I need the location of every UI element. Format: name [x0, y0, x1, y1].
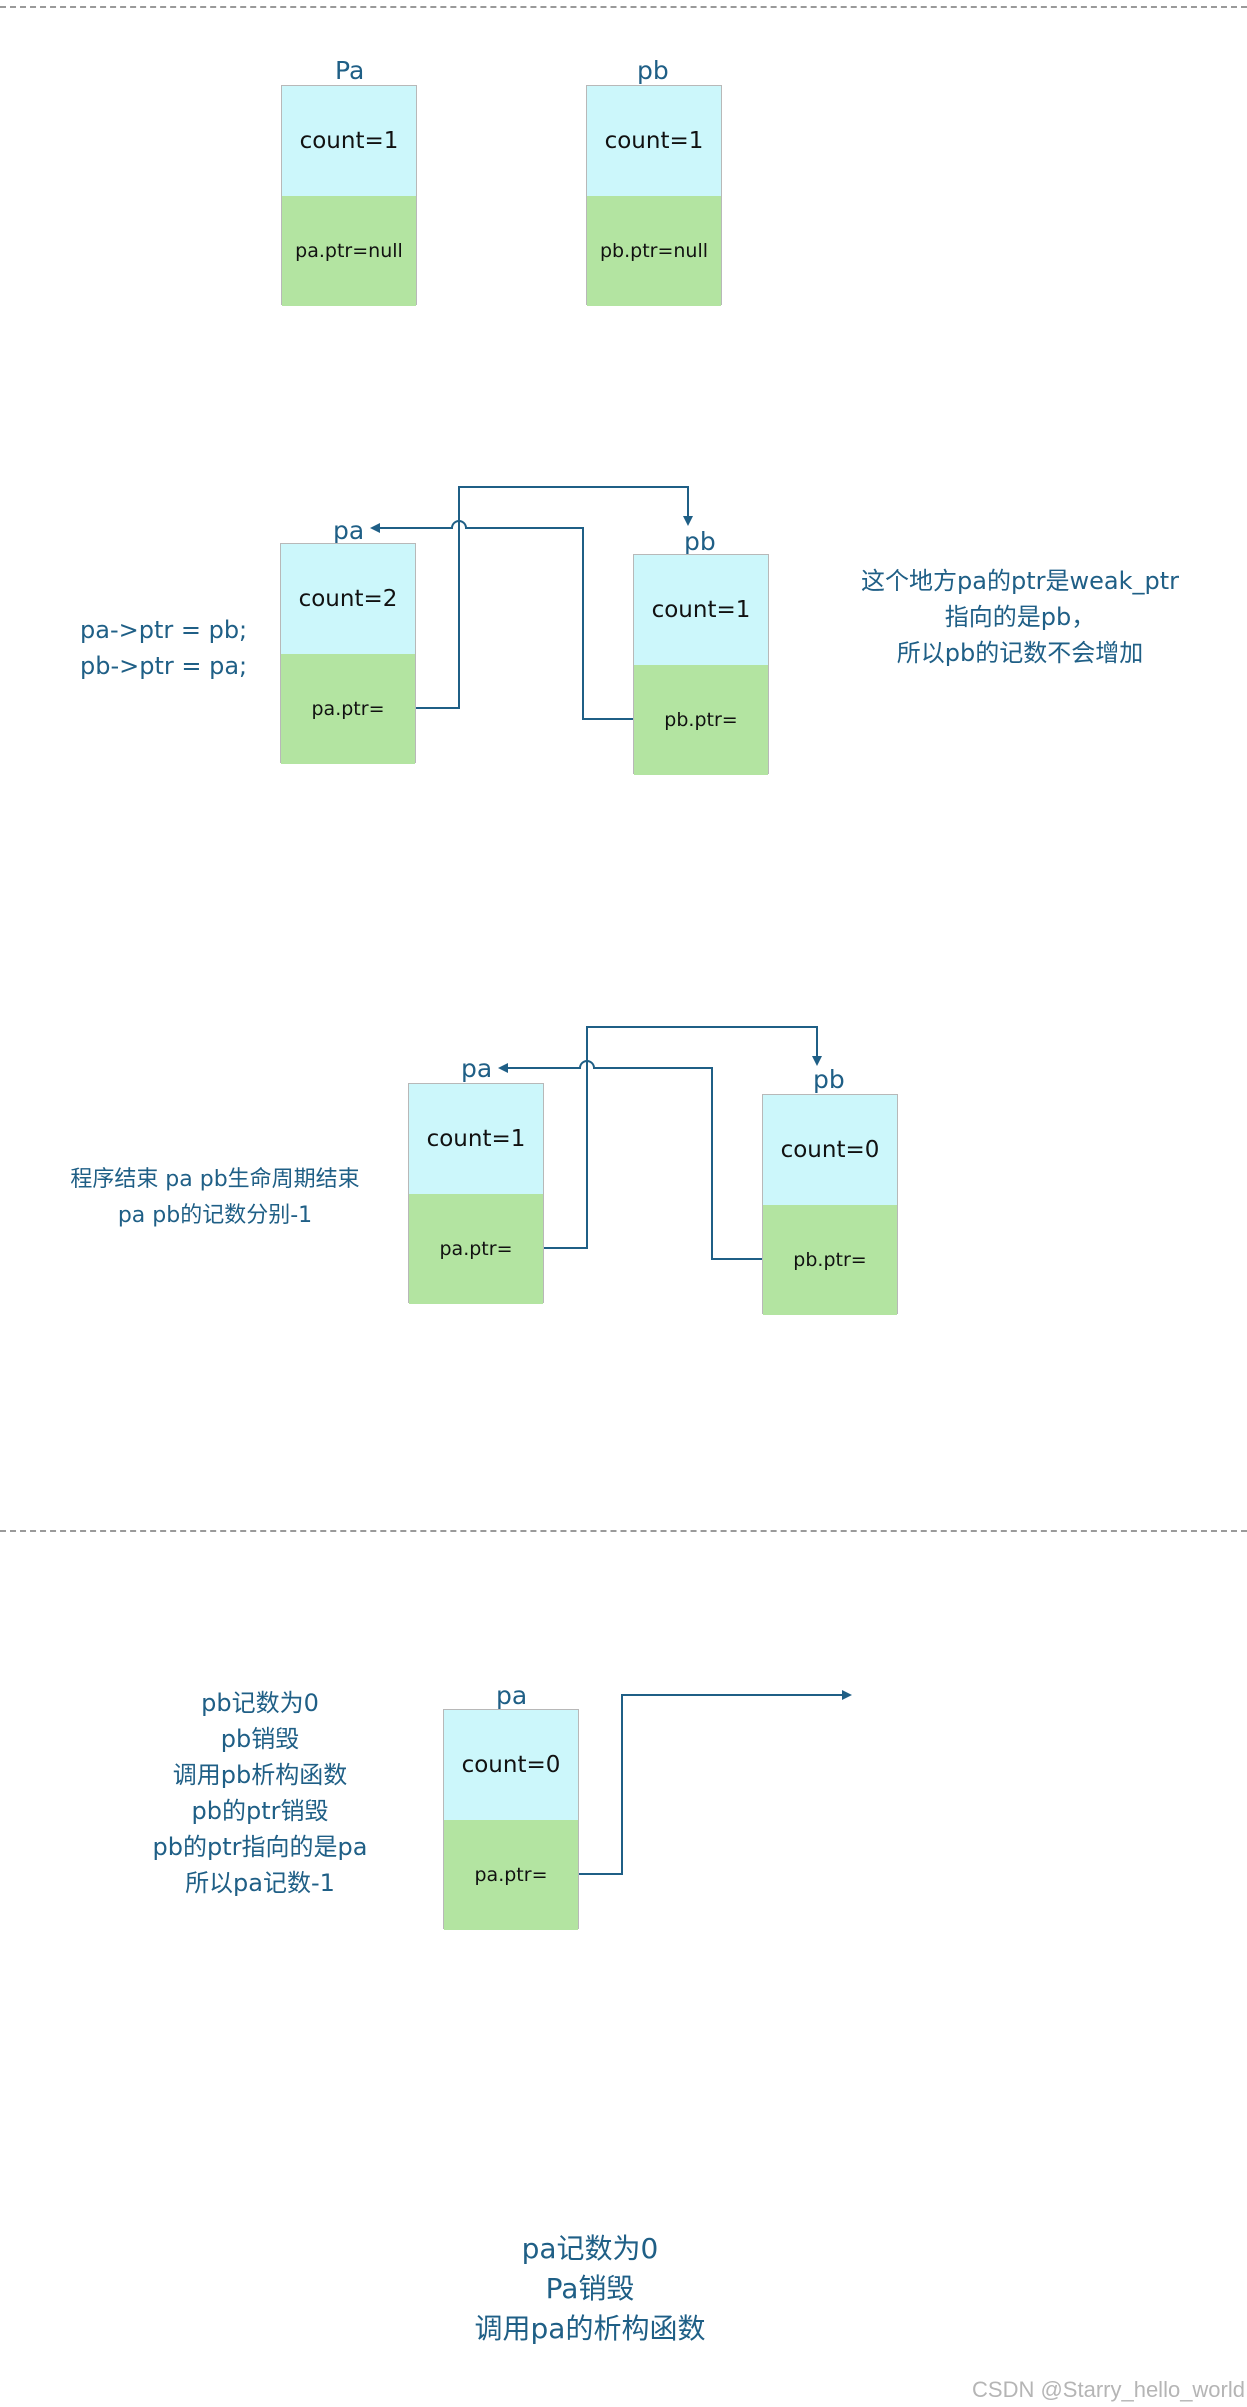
object-pb: count=1 pb.ptr= [633, 554, 769, 775]
label-pb: pb [637, 56, 669, 85]
object-pb: count=0 pb.ptr= [762, 1094, 898, 1315]
label-pa: pa [461, 1054, 493, 1083]
note-line: 这个地方pa的ptr是weak_ptr [861, 567, 1179, 595]
note-line: 所以pa记数-1 [185, 1869, 335, 1897]
note-line: 指向的是pb， [944, 603, 1096, 631]
note-line: pb记数为0 [201, 1689, 319, 1717]
object-pa: count=1 pa.ptr=null [281, 85, 417, 306]
count-cell: count=0 [763, 1095, 897, 1205]
label-pa: Pa [335, 56, 365, 85]
weak-ptr-note: 这个地方pa的ptr是weak_ptr 指向的是pb， 所以pb的记数不会增加 [848, 563, 1192, 671]
ptr-cell: pa.ptr= [444, 1820, 578, 1930]
top-separator [0, 6, 1247, 8]
count-cell: count=1 [282, 86, 416, 196]
label-pb: pb [684, 527, 716, 556]
code-note: pa->ptr = pb; pb->ptr = pa; [80, 612, 247, 684]
label-pa: pa [333, 516, 365, 545]
label-pa: pa [496, 1681, 528, 1710]
destruct-pb-note: pb记数为0 pb销毁 调用pb析构函数 pb的ptr销毁 pb的ptr指向的是… [120, 1685, 400, 1901]
count-cell: count=1 [409, 1084, 543, 1194]
object-pa: count=0 pa.ptr= [443, 1709, 579, 1930]
lifecycle-note: 程序结束 pa pb生命周期结束 pa pb的记数分别-1 [60, 1162, 370, 1234]
note-line: 调用pb析构函数 [172, 1761, 348, 1789]
pa-to-pb-arrow [544, 1026, 822, 1249]
note-line: 调用pa的析构函数 [474, 2312, 706, 2345]
ptr-cell: pb.ptr=null [587, 196, 721, 306]
count-cell: count=1 [634, 555, 768, 665]
note-line: pa记数为0 [521, 2232, 659, 2265]
note-line: pb销毁 [220, 1725, 300, 1753]
note-line: 所以pb的记数不会增加 [896, 639, 1144, 667]
note-line: pb的ptr指向的是pa [152, 1833, 368, 1861]
ptr-cell: pb.ptr= [634, 665, 768, 775]
object-pb: count=1 pb.ptr=null [586, 85, 722, 306]
object-pa: count=2 pa.ptr= [280, 543, 416, 764]
code-line: pa->ptr = pb; [80, 616, 248, 644]
count-cell: count=2 [281, 544, 415, 654]
note-line: pa pb的记数分别-1 [117, 1203, 313, 1228]
object-pa: count=1 pa.ptr= [408, 1083, 544, 1304]
note-line: 程序结束 pa pb生命周期结束 [70, 1167, 360, 1192]
ptr-cell: pa.ptr= [281, 654, 415, 764]
watermark: CSDN @Starry_hello_world [972, 2377, 1245, 2402]
label-pb: pb [813, 1065, 845, 1094]
pa-to-pb-arrow [416, 486, 693, 709]
count-cell: count=0 [444, 1710, 578, 1820]
pb-to-pa-arrow [370, 520, 633, 720]
ptr-cell: pb.ptr= [763, 1205, 897, 1315]
middle-separator [0, 1530, 1247, 1532]
code-line: pb->ptr = pa; [80, 652, 248, 680]
note-line: Pa销毁 [545, 2272, 635, 2305]
pa-dangling-arrow [579, 1690, 852, 1875]
pb-to-pa-arrow [498, 1060, 762, 1260]
ptr-cell: pa.ptr= [409, 1194, 543, 1304]
count-cell: count=1 [587, 86, 721, 196]
ptr-cell: pa.ptr=null [282, 196, 416, 306]
note-line: pb的ptr销毁 [191, 1797, 329, 1825]
destruct-pa-note: pa记数为0 Pa销毁 调用pa的析构函数 [420, 2229, 760, 2349]
